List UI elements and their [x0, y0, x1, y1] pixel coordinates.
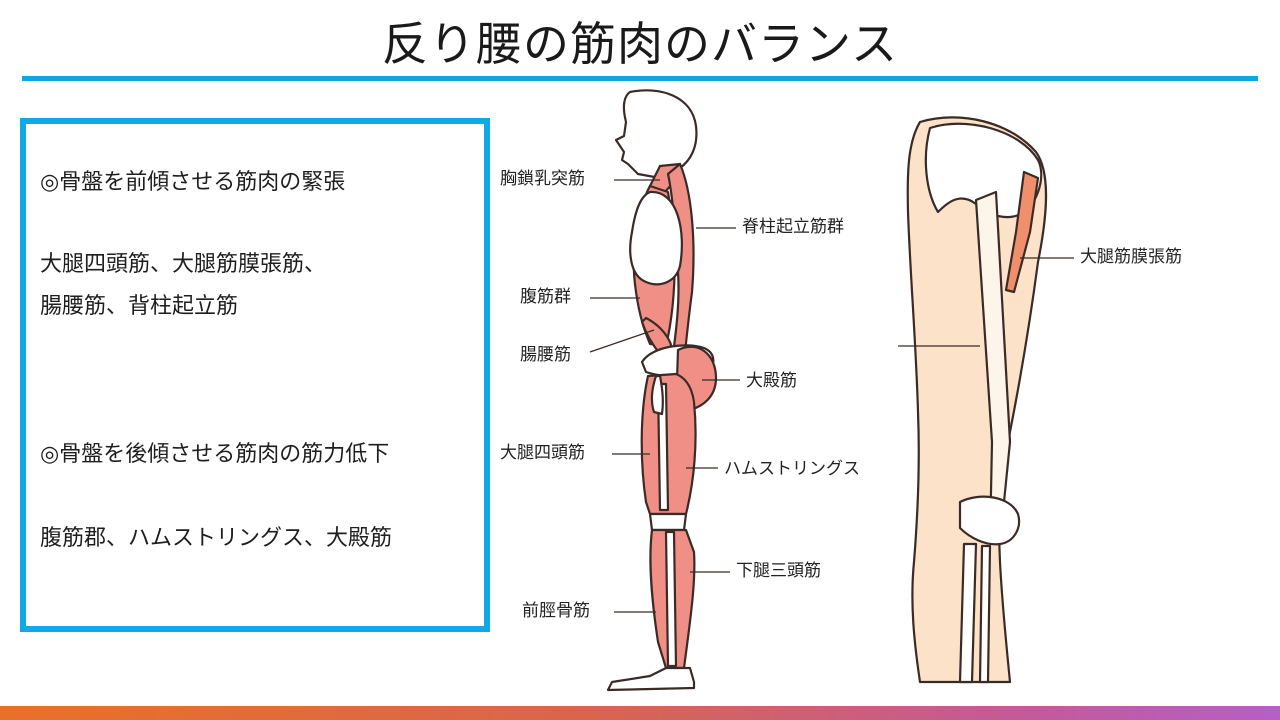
- rib-cage: [629, 190, 683, 286]
- footer-gradient-bar: [0, 706, 1280, 720]
- muscle-illustration: [589, 89, 1074, 692]
- summary-box: ◎骨盤を前傾させる筋肉の緊張 大腿四頭筋、大腿筋膜張筋、 腸腰筋、背柱起立筋 ◎…: [20, 118, 490, 632]
- knee-joint: [648, 512, 688, 532]
- foot-outline: [606, 666, 696, 692]
- lower-leg-bone-2: [978, 544, 992, 684]
- muscle-list-tight-2: 腸腰筋、背柱起立筋: [40, 294, 239, 319]
- heading-posterior-tilt: ◎骨盤を後傾させる筋肉の筋力低下: [40, 442, 390, 467]
- lower-leg-bone-1: [958, 542, 978, 684]
- label-gluteus: 大殿筋: [746, 371, 797, 391]
- muscle-list-weak: 腹筋郡、ハムストリングス、大殿筋: [40, 526, 393, 551]
- hip-bone: [924, 122, 1043, 219]
- head-outline: [614, 89, 698, 180]
- label-tfl: 大腿筋膜張筋: [1080, 247, 1182, 267]
- page-title: 反り腰の筋肉のバランス: [381, 17, 899, 71]
- tibia-bone: [664, 530, 678, 668]
- muscle-list-tight-1: 大腿四頭筋、大腿筋膜張筋、: [40, 252, 327, 277]
- tfl-muscle: [1004, 170, 1040, 294]
- femur-bone: [656, 382, 670, 512]
- title-underline: [22, 76, 1258, 81]
- knee-bones: [958, 495, 1021, 546]
- heading-anterior-tilt: ◎骨盤を前傾させる筋肉の緊張: [40, 170, 346, 195]
- label-abdominal: 腹筋群: [520, 287, 571, 307]
- label-iliopsoas: 腸腰筋: [520, 345, 571, 365]
- label-tibialis: 前脛骨筋: [522, 601, 590, 621]
- anatomy-figure: 胸鎖乳突筋 脊柱起立筋群 腹筋群 腸腰筋 大殿筋 大腿四頭筋 ハムストリングス …: [490, 82, 1280, 702]
- label-triceps-surae: 下腿三頭筋: [736, 561, 821, 581]
- label-scm: 胸鎖乳突筋: [500, 169, 585, 189]
- label-quadriceps: 大腿四頭筋: [500, 443, 585, 463]
- label-hamstrings: ハムストリングス: [724, 459, 860, 479]
- leader-iliopsoas: [589, 329, 655, 353]
- label-erector: 脊柱起立筋群: [742, 217, 844, 237]
- arm-outline: [650, 374, 664, 416]
